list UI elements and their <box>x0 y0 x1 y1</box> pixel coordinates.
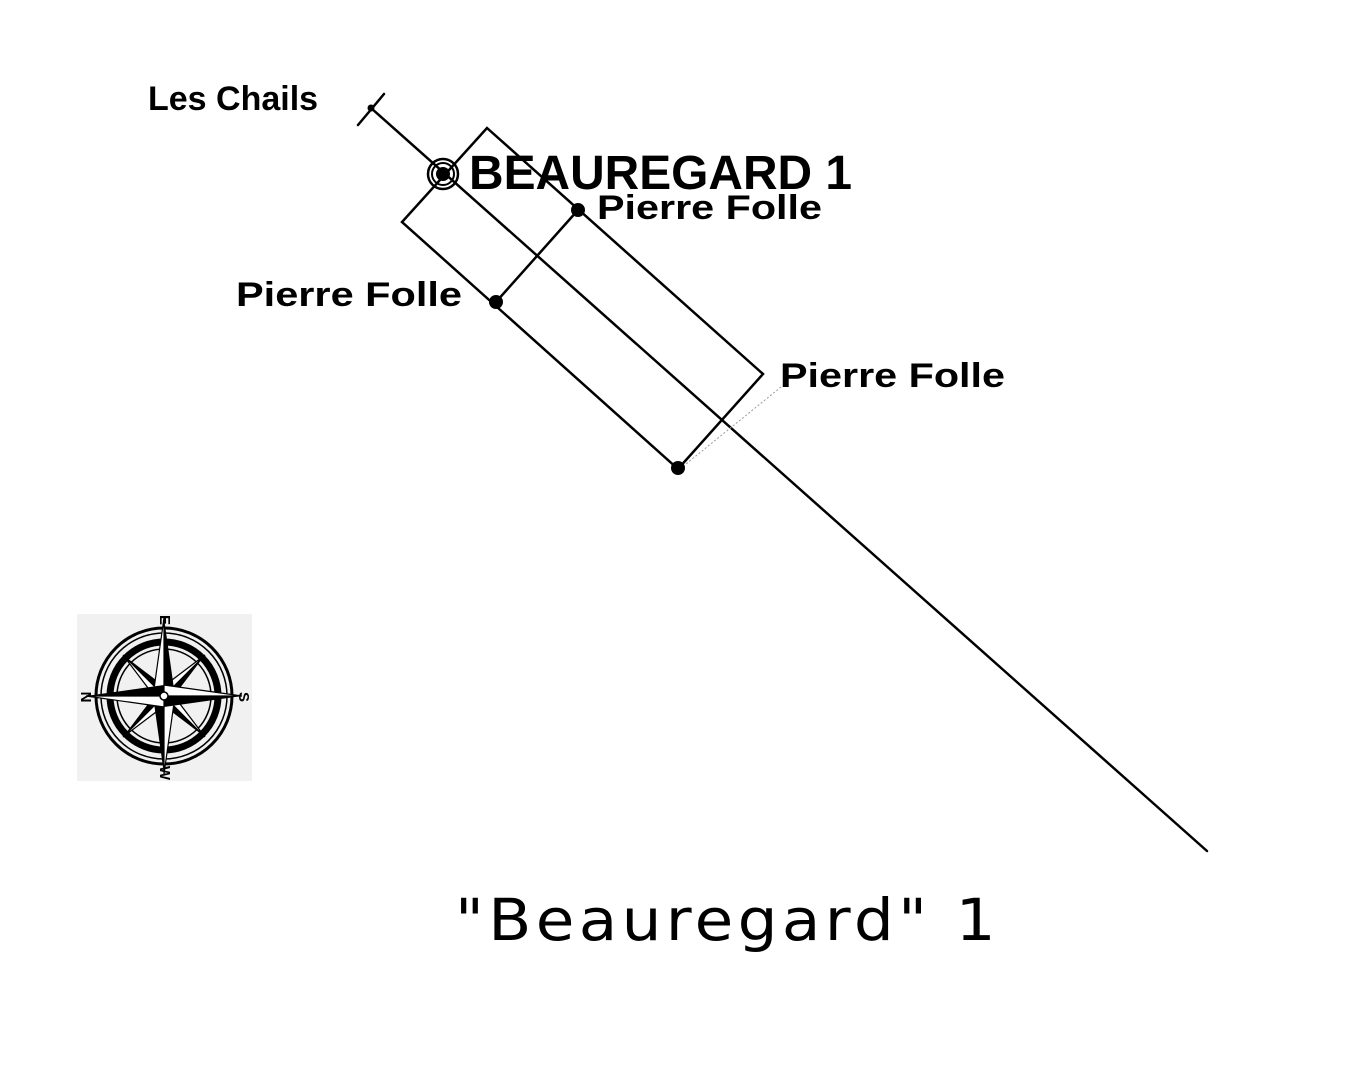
pierre-folle-point-left <box>489 295 503 309</box>
les-chails-point <box>367 104 375 112</box>
leader-line <box>685 386 782 465</box>
rectangle-divider-line <box>494 208 580 304</box>
label-pierre-folle-top: Pierre Folle <box>597 189 822 227</box>
compass-letter-south: S <box>235 692 252 702</box>
main-axis-line <box>369 106 1209 853</box>
compass-letter-west: W <box>156 766 173 781</box>
map-title: "Beauregard" 1 <box>455 886 1000 954</box>
label-les-chails: Les Chails <box>148 80 318 118</box>
label-pierre-folle-left: Pierre Folle <box>236 276 462 314</box>
label-beauregard-1: BEAUREGARD 1 <box>469 147 852 200</box>
pierre-folle-point-top <box>571 203 585 217</box>
compass-letter-north: N <box>77 692 94 703</box>
label-pierre-folle-right: Pierre Folle <box>780 357 1005 395</box>
compass-letter-east: E <box>156 615 173 625</box>
beauregard-marker <box>426 157 460 191</box>
compass-rose-icon: E S W N <box>77 614 252 781</box>
pierre-folle-point-bottom <box>671 461 685 475</box>
